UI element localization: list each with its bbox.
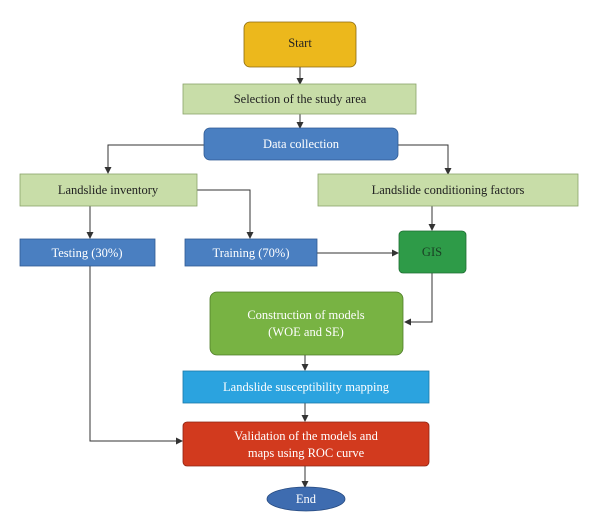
mapping-label: Landslide susceptibility mapping — [223, 380, 390, 394]
validation-box — [182, 421, 430, 467]
models-box — [209, 291, 404, 356]
conditioning-box — [317, 173, 579, 207]
end-node: End — [266, 486, 346, 512]
conditioning-label: Landslide conditioning factors — [372, 183, 525, 197]
models-node: Construction of models (WOE and SE) — [209, 291, 404, 356]
training-label: Training (70%) — [213, 246, 290, 260]
mapping-node: Landslide susceptibility mapping — [182, 370, 430, 404]
models-label-line1: Construction of models — [247, 308, 364, 322]
inventory-label: Landslide inventory — [58, 183, 159, 197]
study-area-label: Selection of the study area — [234, 92, 367, 106]
training-box — [184, 238, 318, 267]
end-ellipse — [266, 486, 346, 512]
start-label: Start — [288, 36, 312, 50]
testing-box — [19, 238, 156, 267]
testing-node: Testing (30%) — [19, 238, 156, 267]
connector-gis-to-models — [404, 273, 433, 326]
validation-label-line1: Validation of the models and — [234, 429, 378, 443]
testing-label: Testing (30%) — [52, 246, 123, 260]
mapping-box — [182, 370, 430, 404]
conditioning-node: Landslide conditioning factors — [317, 173, 579, 207]
validation-label-line2: maps using ROC curve — [248, 446, 365, 460]
models-label-line2: (WOE and SE) — [268, 325, 344, 339]
inventory-box — [19, 173, 198, 207]
gis-box — [398, 230, 467, 274]
validation-node: Validation of the models and maps using … — [182, 421, 430, 467]
data-collection-node: Data collection — [203, 127, 399, 161]
gis-node: GIS — [398, 230, 467, 274]
study-area-box — [182, 83, 417, 115]
end-label: End — [296, 492, 317, 506]
connector-data-collection-to-inventory — [104, 144, 204, 174]
connector-inventory-to-training — [197, 189, 254, 239]
training-node: Training (70%) — [184, 238, 318, 267]
start-node: Start — [243, 21, 357, 68]
connector-testing-to-validation — [89, 266, 183, 445]
data-collection-box — [203, 127, 399, 161]
study-area-node: Selection of the study area — [182, 83, 417, 115]
inventory-node: Landslide inventory — [19, 173, 198, 207]
connector-data-collection-to-conditioning — [398, 144, 452, 175]
gis-label: GIS — [422, 245, 442, 259]
data-collection-label: Data collection — [263, 137, 340, 151]
start-box — [243, 21, 357, 68]
